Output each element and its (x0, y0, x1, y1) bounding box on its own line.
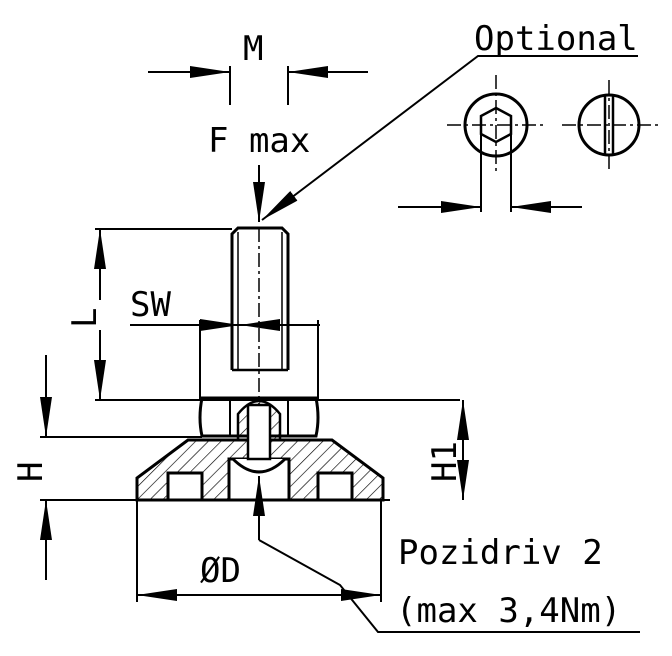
threaded-stud (230, 226, 290, 500)
h-dimension: H (11, 355, 390, 580)
h1-dimension: H1 (425, 400, 469, 500)
slot-view (562, 80, 660, 170)
optional-label: Optional (474, 19, 638, 59)
sw-label: SW (130, 285, 171, 325)
optional-callout: Optional (261, 19, 638, 221)
m-dimension: M (148, 29, 368, 105)
f-max-label: F max (208, 121, 310, 161)
d-label: ØD (200, 551, 241, 591)
m-label: M (243, 29, 263, 69)
h1-label: H1 (425, 441, 465, 482)
l-dimension: L (65, 228, 460, 401)
hex-socket-view (398, 75, 582, 213)
sw-dimension: SW (130, 285, 320, 400)
torque-label: (max 3,4Nm) (396, 591, 621, 631)
pozidriv-label: Pozidriv 2 (398, 533, 603, 573)
base-foot (135, 399, 385, 502)
d-dimension: ØD (136, 500, 382, 602)
l-label: L (65, 308, 105, 328)
f-max-force: F max (208, 121, 310, 222)
h-label: H (11, 462, 51, 482)
optional-leader (261, 55, 638, 221)
hex-nut (198, 396, 320, 438)
pozidriv-callout: Pozidriv 2 (max 3,4Nm) (253, 476, 640, 633)
